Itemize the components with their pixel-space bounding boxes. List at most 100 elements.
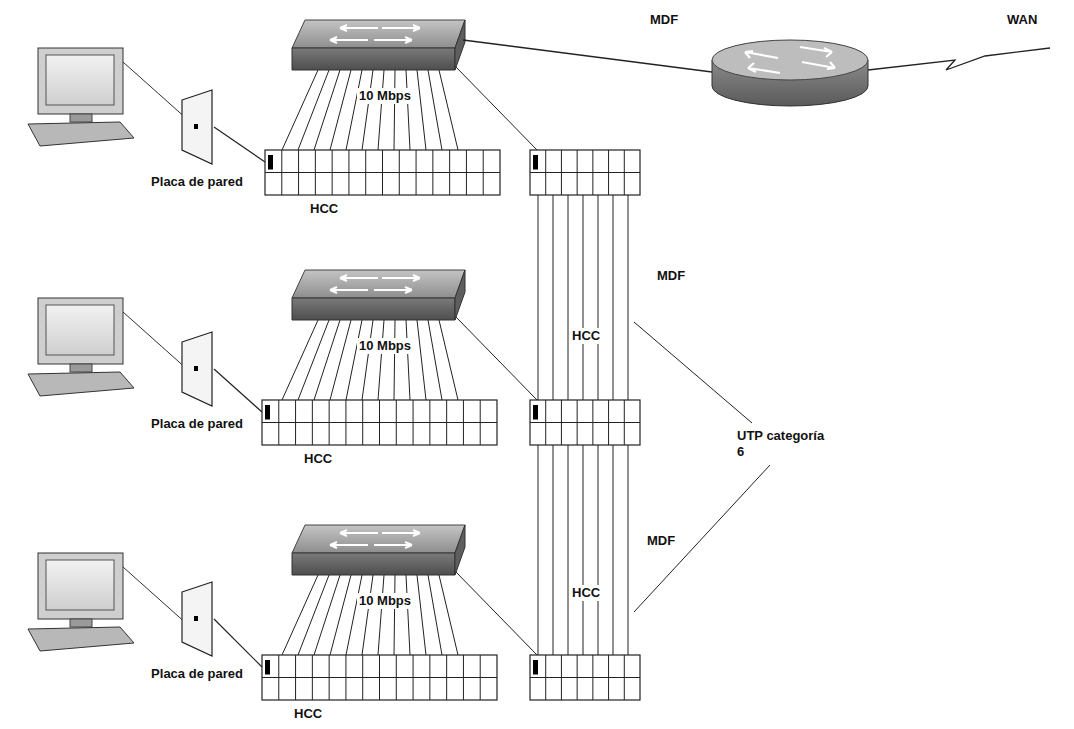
patch-panel bbox=[265, 150, 500, 195]
switch-front bbox=[292, 298, 455, 320]
backbone-cable bbox=[568, 445, 569, 655]
panel-port-line bbox=[399, 150, 400, 195]
panel-frame bbox=[530, 400, 640, 445]
wall-plate-shape bbox=[180, 330, 214, 408]
panel-port-line bbox=[577, 150, 578, 195]
switch-arrows bbox=[330, 25, 420, 43]
monitor-stand bbox=[70, 114, 92, 122]
switch-wire bbox=[439, 575, 458, 655]
panel-frame bbox=[530, 655, 640, 700]
panel-port-line bbox=[413, 655, 414, 700]
switch-wire bbox=[362, 320, 373, 400]
leader-line bbox=[634, 465, 770, 612]
panel-port-line bbox=[561, 150, 562, 195]
switch-arrows bbox=[330, 275, 420, 293]
panel-port-line bbox=[577, 655, 578, 700]
panel-port-line bbox=[429, 655, 430, 700]
panel-port-line bbox=[329, 655, 330, 700]
computer-base bbox=[28, 122, 134, 146]
computer-base bbox=[28, 627, 134, 651]
panel-port-line bbox=[608, 655, 609, 700]
panel-port-line bbox=[480, 400, 481, 445]
panel-active-port bbox=[265, 660, 270, 675]
panel-port-line bbox=[624, 400, 625, 445]
panel-active-port bbox=[533, 660, 538, 675]
backbone-cable bbox=[583, 195, 584, 400]
panel-port-line bbox=[592, 400, 593, 445]
panel-port-line bbox=[365, 150, 366, 195]
patch-panel: HCC bbox=[265, 150, 500, 195]
switch-icon bbox=[292, 270, 465, 320]
panel-port-line bbox=[545, 655, 546, 700]
panel-port-line bbox=[463, 400, 464, 445]
switch-wire bbox=[346, 320, 362, 400]
panel-shape bbox=[262, 400, 497, 445]
speed-label: 10 Mbps bbox=[357, 338, 413, 354]
panel-port-line bbox=[463, 655, 464, 700]
panel-shape bbox=[265, 150, 500, 195]
switch-wire bbox=[298, 575, 329, 655]
switch-wire bbox=[346, 575, 362, 655]
panel-active-port bbox=[533, 155, 538, 170]
panel-port-line bbox=[379, 655, 380, 700]
switch-wire bbox=[298, 70, 329, 150]
switch-wire bbox=[378, 320, 384, 400]
patch-panel bbox=[530, 655, 640, 700]
panel-frame bbox=[530, 150, 640, 195]
switch-wire bbox=[428, 320, 442, 400]
switch-wire bbox=[406, 70, 410, 150]
panel-port-line bbox=[449, 150, 450, 195]
panel-port-line bbox=[416, 150, 417, 195]
monitor-stand bbox=[70, 619, 92, 627]
switch-side bbox=[455, 270, 465, 320]
switch-top bbox=[292, 20, 465, 48]
switch-icon bbox=[292, 20, 465, 70]
panel-port-line bbox=[295, 400, 296, 445]
panel-port-line bbox=[545, 150, 546, 195]
switch-wire bbox=[394, 320, 395, 400]
wall-plate: Placa de pared bbox=[180, 88, 214, 166]
switch-wire bbox=[314, 575, 340, 655]
panel-label: HCC bbox=[304, 451, 332, 467]
panel-port-line bbox=[329, 400, 330, 445]
switch-top bbox=[292, 525, 465, 553]
switch-wire bbox=[298, 320, 329, 400]
backbone-cable bbox=[628, 445, 629, 655]
backbone-cable bbox=[538, 195, 539, 400]
panel-port-line bbox=[312, 655, 313, 700]
panel-port-line bbox=[315, 150, 316, 195]
wall-plate-outline bbox=[182, 90, 212, 164]
switch-wire bbox=[406, 575, 410, 655]
panel-port-line bbox=[281, 150, 282, 195]
panel-label: HCC bbox=[310, 201, 338, 217]
panel-frame bbox=[262, 655, 497, 700]
backbone-cable bbox=[628, 195, 629, 400]
panel-port-line bbox=[362, 400, 363, 445]
patch-panel: HCC bbox=[262, 400, 497, 445]
uplink-wire bbox=[455, 66, 537, 150]
wall-plate-label: Placa de pared bbox=[151, 416, 243, 432]
cable-connector bbox=[214, 619, 262, 667]
panel-port-line bbox=[278, 400, 279, 445]
panel-port-line bbox=[298, 150, 299, 195]
panel-port-line bbox=[432, 150, 433, 195]
switch-wire bbox=[282, 575, 318, 655]
closet-label: MDF bbox=[645, 533, 677, 549]
panel-port-line bbox=[480, 655, 481, 700]
panel-port-line bbox=[332, 150, 333, 195]
panel-port-line bbox=[561, 400, 562, 445]
cable-type-label: UTP categoría 6 bbox=[735, 428, 827, 459]
panel-port-line bbox=[345, 655, 346, 700]
panel-active-port bbox=[265, 405, 270, 420]
cabling-label: HCC bbox=[570, 328, 602, 344]
monitor-screen bbox=[46, 55, 114, 105]
wan-link bbox=[868, 48, 1050, 70]
switch-wire bbox=[417, 575, 426, 655]
router-link bbox=[463, 40, 712, 72]
switch-wire bbox=[439, 70, 458, 150]
panel-row-line bbox=[530, 677, 640, 678]
closet-label: MDF bbox=[648, 12, 680, 28]
patch-panel bbox=[262, 400, 497, 445]
